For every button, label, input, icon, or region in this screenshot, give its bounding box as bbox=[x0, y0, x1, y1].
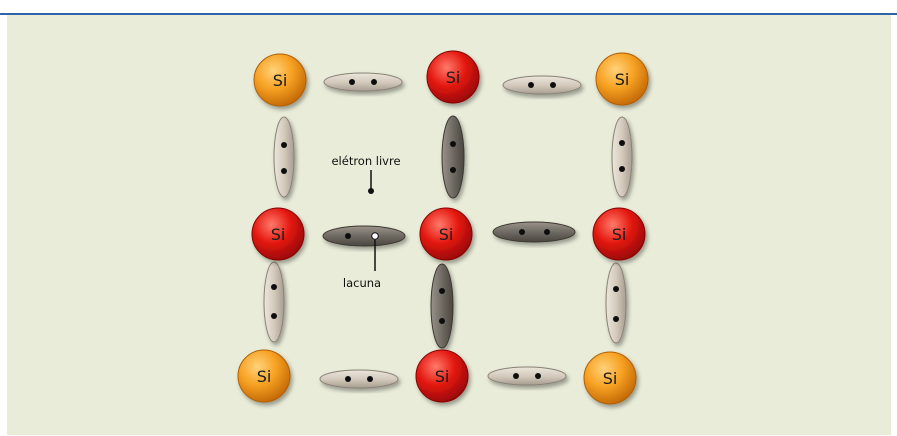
atom-a4: Si bbox=[251, 207, 305, 261]
electron-dot bbox=[619, 166, 625, 172]
electron-dot bbox=[345, 233, 351, 239]
electron-dot bbox=[371, 79, 377, 85]
electron-dot bbox=[619, 140, 625, 146]
atom-symbol: Si bbox=[435, 367, 450, 386]
bond-r1-c1-c2 bbox=[323, 72, 403, 92]
bond-c1-r2-r3 bbox=[263, 261, 285, 343]
electron-dot bbox=[535, 373, 541, 379]
atom-a2: Si bbox=[426, 50, 480, 104]
bond-r2-c1-c2-with-hole bbox=[322, 225, 406, 247]
bond-r1-c2-c3 bbox=[502, 75, 582, 95]
bond-c2-r2-r3 bbox=[430, 263, 454, 349]
atom-symbol: Si bbox=[603, 369, 618, 388]
electron-dot bbox=[450, 141, 456, 147]
electron-dot bbox=[613, 286, 619, 292]
electron-dot bbox=[439, 288, 445, 294]
atom-a6: Si bbox=[592, 207, 646, 261]
electron-dot bbox=[271, 284, 277, 290]
electron-dot bbox=[550, 82, 556, 88]
atom-symbol: Si bbox=[271, 225, 286, 244]
electron-dot bbox=[281, 142, 287, 148]
bond-r3-c2-c3 bbox=[487, 366, 567, 386]
hole-label: lacuna bbox=[343, 276, 381, 290]
free-electron-label: elétron livre bbox=[331, 154, 400, 168]
electron-dot bbox=[271, 313, 277, 319]
electron-dot bbox=[528, 82, 534, 88]
atom-symbol: Si bbox=[612, 225, 627, 244]
atom-a3: Si bbox=[595, 52, 649, 106]
atom-symbol: Si bbox=[615, 70, 630, 89]
hole-marker bbox=[371, 232, 379, 240]
atom-a1: Si bbox=[253, 53, 307, 107]
electron-dot bbox=[613, 316, 619, 322]
electron-dot bbox=[281, 168, 287, 174]
bond-c2-r1-r2 bbox=[441, 115, 465, 199]
bond-c3-r1-r2 bbox=[611, 116, 633, 198]
electron-dot bbox=[349, 79, 355, 85]
atom-a5: Si bbox=[419, 207, 473, 261]
bond-c3-r2-r3 bbox=[605, 262, 627, 344]
electron-dot bbox=[519, 229, 525, 235]
atom-symbol: Si bbox=[439, 225, 454, 244]
electron-dot bbox=[513, 373, 519, 379]
electron-dot bbox=[439, 318, 445, 324]
atom-a7: Si bbox=[237, 349, 291, 403]
atom-symbol: Si bbox=[273, 71, 288, 90]
bond-r2-c2-c3 bbox=[492, 221, 576, 243]
hole-annotation: lacuna bbox=[343, 240, 381, 290]
bond-c1-r1-r2 bbox=[273, 116, 295, 198]
top-margin bbox=[0, 0, 897, 12]
free-electron-dot bbox=[368, 188, 374, 194]
bond-r3-c1-c2 bbox=[319, 369, 399, 389]
electron-dot bbox=[345, 376, 351, 382]
atom-a8: Si bbox=[415, 349, 469, 403]
atom-symbol: Si bbox=[446, 68, 461, 87]
atom-a9: Si bbox=[583, 351, 637, 405]
atom-symbol: Si bbox=[257, 367, 272, 386]
electron-dot bbox=[450, 167, 456, 173]
electron-dot bbox=[544, 229, 550, 235]
top-border-line bbox=[0, 13, 897, 15]
free-electron-annotation: elétron livre bbox=[331, 154, 401, 194]
electron-dot bbox=[367, 376, 373, 382]
